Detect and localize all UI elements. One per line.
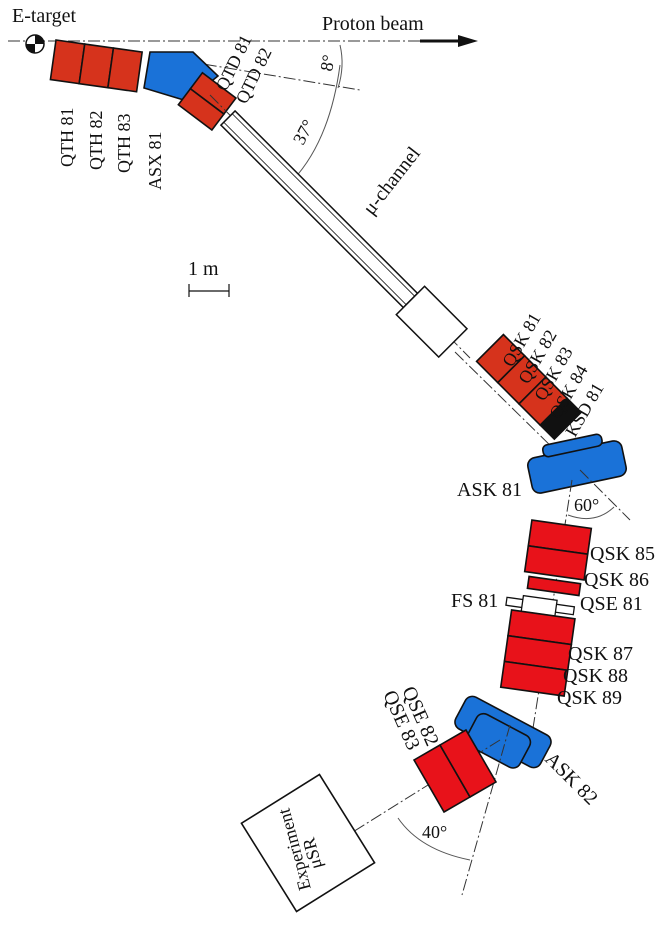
axis-8deg	[184, 60, 361, 91]
arc-8deg	[337, 44, 343, 89]
asx81-label: ASX 81	[145, 131, 165, 190]
scale-label: 1 m	[188, 258, 219, 280]
qsk85-magnet	[523, 519, 593, 581]
qsk87-label: QSK 87	[568, 643, 633, 665]
arc-40deg	[397, 817, 471, 861]
qth83-label: QTH 83	[114, 114, 134, 174]
arc-37deg	[292, 64, 341, 181]
angle-40-label: 40°	[422, 822, 447, 842]
qse82-83-magnets	[412, 728, 498, 814]
qsk86-label: QSK 86	[584, 569, 649, 591]
qsk87-89-magnets	[499, 609, 576, 697]
qsk86-magnet	[526, 575, 582, 597]
proton-beam-label: Proton beam	[322, 13, 424, 35]
e-target-label: E-target	[12, 5, 76, 27]
angle-8-label: 8°	[316, 53, 339, 72]
scale-bar	[188, 284, 230, 297]
axis-ask82-straight	[461, 724, 511, 896]
axis-60deg	[579, 469, 631, 521]
proton-beam-arrow	[420, 35, 478, 47]
ksd81-separator	[539, 397, 583, 441]
qth81-label: QTH 81	[57, 108, 77, 168]
angle-37-label: 37°	[289, 116, 318, 148]
mu-channel-label: μ-channel	[359, 142, 426, 219]
ask81-dipole	[526, 433, 628, 494]
ask81-label: ASK 81	[457, 479, 522, 501]
mu-channel	[219, 109, 469, 359]
qsk89-label: QSK 89	[557, 687, 622, 709]
fs81-slit	[505, 594, 576, 617]
angle-60-label: 60°	[574, 495, 599, 515]
e-target-icon	[25, 34, 45, 54]
qtd-magnets	[177, 71, 238, 132]
qsk88-label: QSK 88	[563, 665, 628, 687]
musr-experiment-box	[240, 773, 376, 913]
qth82-label: QTH 82	[86, 111, 106, 171]
qth-magnets	[49, 39, 144, 93]
fs81-label: FS 81	[451, 590, 498, 612]
ask82-label: ASK 82	[540, 748, 602, 810]
qsk85-label: QSK 85	[590, 543, 655, 565]
axis-post-channel	[454, 351, 561, 456]
qsk81-84-magnets	[475, 333, 583, 441]
arc-60deg	[567, 506, 615, 520]
qse81-label: QSE 81	[580, 593, 643, 615]
